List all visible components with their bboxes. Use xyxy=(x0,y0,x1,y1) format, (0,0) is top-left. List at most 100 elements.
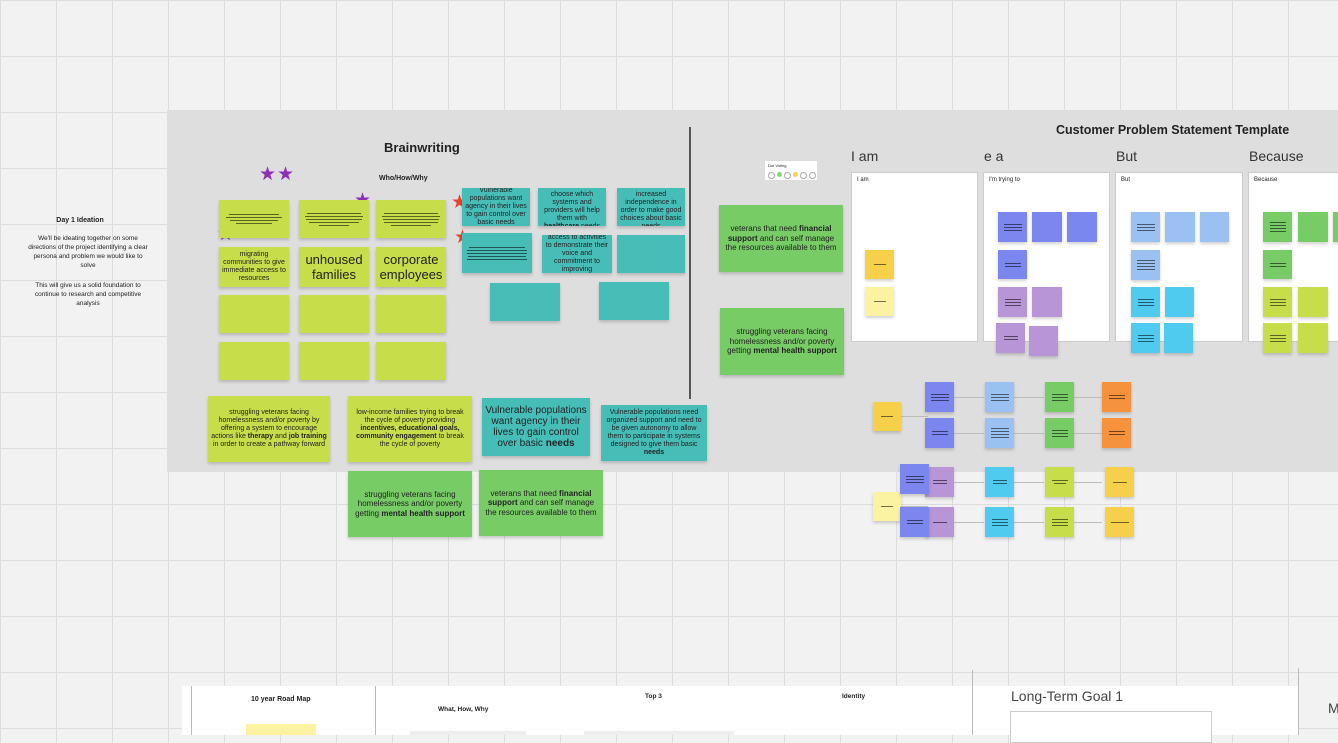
vote-dot-icon[interactable] xyxy=(768,172,775,179)
sticky-note[interactable] xyxy=(219,342,289,380)
sticky-note[interactable] xyxy=(925,382,954,412)
sticky-note[interactable] xyxy=(1105,507,1134,537)
sticky-note[interactable] xyxy=(1165,212,1195,242)
sticky-note[interactable] xyxy=(462,233,532,273)
sticky-text: struggling veterans facing homelessness … xyxy=(355,489,463,518)
sticky-note[interactable] xyxy=(925,418,954,448)
sticky-note[interactable] xyxy=(1200,212,1229,242)
sticky-note[interactable] xyxy=(299,295,369,333)
sticky-note[interactable] xyxy=(998,212,1027,242)
sticky-note[interactable] xyxy=(865,250,894,279)
sticky-note[interactable] xyxy=(1105,467,1134,497)
sticky-note[interactable]: low-income families trying to break the … xyxy=(348,396,472,462)
sticky-note[interactable]: unhoused families xyxy=(299,247,369,287)
sticky-note[interactable]: Veterans need increased independence in … xyxy=(617,188,685,226)
frame-divider xyxy=(1298,668,1299,735)
sticky-note[interactable] xyxy=(1045,382,1074,412)
sticky-note[interactable] xyxy=(376,295,446,333)
sticky-note[interactable] xyxy=(865,287,894,316)
sticky-note[interactable] xyxy=(219,295,289,333)
sticky-note[interactable] xyxy=(376,200,446,238)
sticky-note[interactable]: veterans that need financial support and… xyxy=(719,205,843,272)
sticky-note[interactable]: Vulnerable populations want agency in th… xyxy=(462,188,530,226)
sticky-text: and can self manage the resources availa… xyxy=(485,498,597,517)
sticky-note[interactable]: veterans that need financial support and… xyxy=(479,470,603,536)
sticky-note[interactable] xyxy=(490,283,560,321)
sticky-note[interactable] xyxy=(998,250,1027,279)
sticky-note[interactable]: struggling veterans facing homelessness … xyxy=(348,471,472,537)
sticky-note[interactable]: struggling veterans facing homelessness … xyxy=(720,308,844,375)
sticky-note[interactable] xyxy=(219,200,289,238)
sticky-note[interactable] xyxy=(246,724,316,735)
sticky-note[interactable]: struggling veterans facing homelessness … xyxy=(208,396,330,462)
sticky-note[interactable] xyxy=(900,507,929,537)
sticky-note[interactable] xyxy=(1032,287,1062,317)
sticky-note[interactable] xyxy=(900,464,929,494)
sticky-note[interactable] xyxy=(985,382,1014,412)
sticky-text: to break the cycle of poverty xyxy=(379,433,464,448)
sticky-note[interactable] xyxy=(1029,326,1058,356)
vote-dot-icon[interactable] xyxy=(784,172,791,179)
sticky-text: Veterans want to choose which systems an… xyxy=(544,188,600,222)
sticky-note[interactable] xyxy=(985,507,1014,537)
sticky-note[interactable] xyxy=(1067,212,1097,242)
sticky-text: in order to create a pathway forward xyxy=(212,441,326,448)
sticky-note[interactable] xyxy=(1102,418,1131,448)
sticky-note[interactable] xyxy=(1263,323,1292,353)
brainwriting-subtitle: Who/How/Why xyxy=(379,175,428,182)
sticky-note[interactable]: Vulnerable populations need organized su… xyxy=(601,405,707,461)
template-title: Customer Problem Statement Template xyxy=(1056,123,1290,137)
vote-dot-icon[interactable] xyxy=(793,172,798,177)
sticky-note[interactable] xyxy=(873,492,901,521)
sticky-note[interactable]: corporate employees xyxy=(376,247,446,287)
goal-input-box[interactable] xyxy=(1010,711,1212,743)
roadmap-title: 10 year Road Map xyxy=(251,696,311,703)
sticky-note[interactable] xyxy=(1131,212,1160,242)
connector-line xyxy=(1014,397,1044,398)
sticky-note[interactable] xyxy=(1131,250,1160,280)
sticky-note[interactable] xyxy=(985,418,1014,448)
sticky-note[interactable] xyxy=(1165,287,1194,317)
vote-dot-icon[interactable] xyxy=(777,172,782,177)
sticky-note[interactable] xyxy=(873,402,901,431)
connector-line xyxy=(1074,482,1102,483)
sticky-note[interactable] xyxy=(998,287,1027,317)
sticky-note[interactable] xyxy=(1298,287,1328,317)
sticky-note[interactable] xyxy=(617,235,685,273)
sticky-note[interactable]: migrating communities to give immediate … xyxy=(219,247,289,287)
sticky-note[interactable] xyxy=(1164,323,1193,353)
vote-dot-icon[interactable] xyxy=(809,172,816,179)
sticky-note[interactable] xyxy=(996,323,1025,353)
sticky-note[interactable] xyxy=(1333,212,1338,242)
sticky-bold-text: incentives, educational goals, community… xyxy=(356,425,460,440)
connector-line xyxy=(900,506,928,507)
sticky-text: struggling veterans facing homelessness … xyxy=(211,409,320,440)
vote-dot-icon[interactable] xyxy=(800,172,807,179)
template-column-header: Because xyxy=(1249,148,1304,164)
sticky-note[interactable]: Homeless populations need access to acti… xyxy=(542,235,612,273)
sticky-note[interactable] xyxy=(1263,287,1292,317)
sticky-note[interactable] xyxy=(1298,212,1328,242)
sticky-text: needs xyxy=(581,223,600,226)
sticky-note[interactable] xyxy=(299,200,369,238)
sticky-note[interactable] xyxy=(1131,287,1160,317)
sticky-note[interactable] xyxy=(1045,418,1074,448)
sticky-note[interactable] xyxy=(1045,507,1074,537)
sticky-bold-text: therapy xyxy=(247,433,274,440)
sticky-note[interactable] xyxy=(599,282,669,320)
sticky-note[interactable] xyxy=(1045,467,1074,497)
sticky-note[interactable] xyxy=(1032,212,1062,242)
sticky-note[interactable] xyxy=(925,507,954,537)
sticky-note[interactable] xyxy=(1102,382,1131,412)
sticky-note[interactable] xyxy=(1131,323,1160,353)
dot-voting-widget[interactable]: Dot Voting xyxy=(764,160,818,181)
sticky-note[interactable] xyxy=(299,342,369,380)
sticky-note[interactable] xyxy=(1298,323,1328,353)
sticky-note[interactable] xyxy=(925,467,954,497)
sticky-note[interactable]: Vulnerable populations want agency in th… xyxy=(482,398,590,456)
sticky-note[interactable] xyxy=(1263,250,1292,279)
sticky-note[interactable] xyxy=(985,467,1014,497)
sticky-note[interactable] xyxy=(376,342,446,380)
sticky-note[interactable] xyxy=(1263,212,1292,242)
sticky-note[interactable]: Veterans want to choose which systems an… xyxy=(538,188,606,226)
